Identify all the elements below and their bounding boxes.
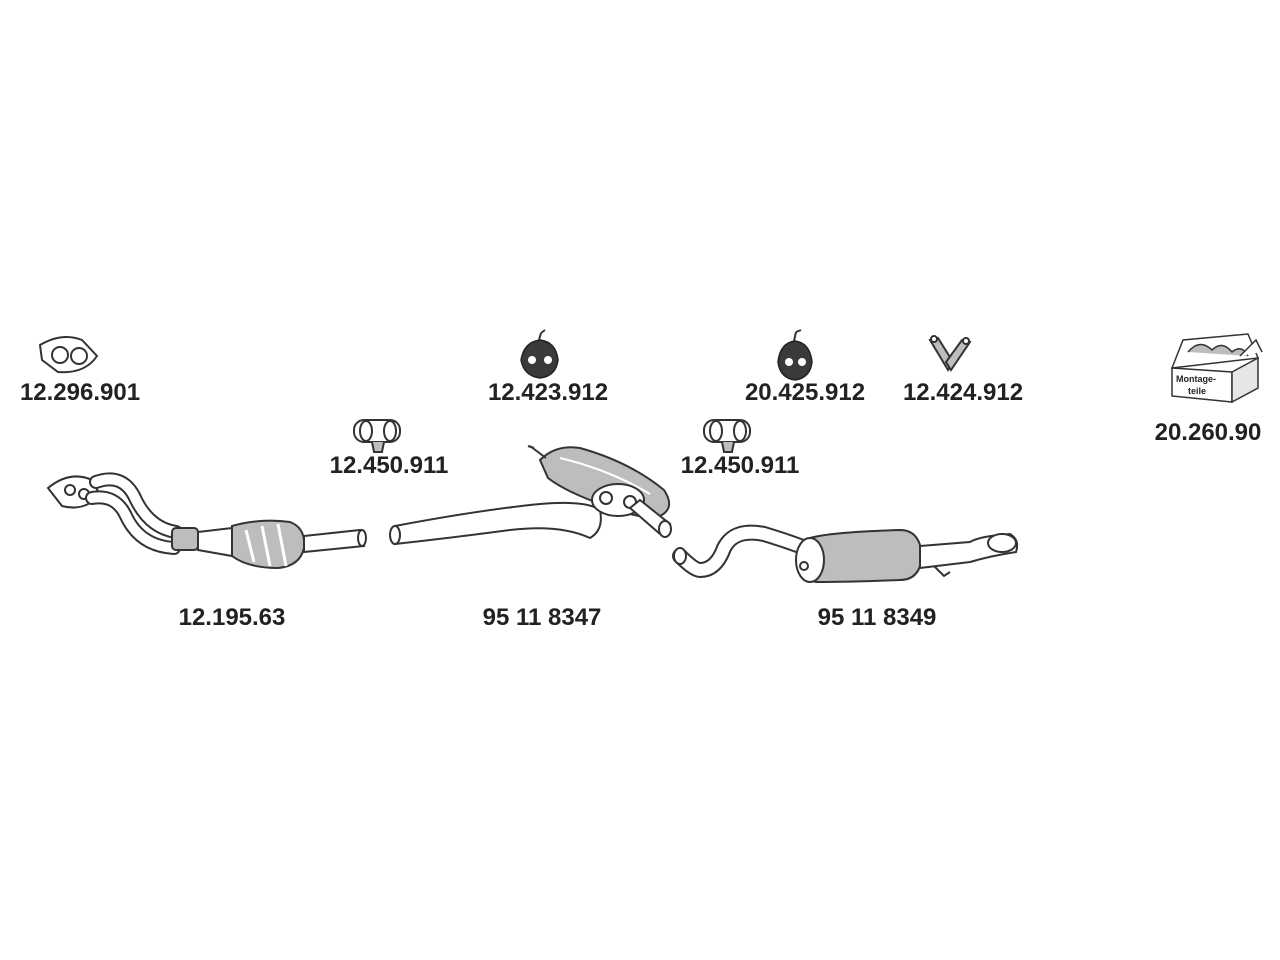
part-number-flange-gasket: 12.296.901 <box>19 379 141 406</box>
middle-silencer-icon <box>389 445 672 546</box>
mounting-kit-icon: Montage- teile <box>1170 333 1263 404</box>
part-number-rubber-mount-2: 20.425.912 <box>744 379 866 406</box>
pipe-clamp-icon-2 <box>703 419 751 453</box>
part-number-catalytic-converter: 12.195.63 <box>178 604 286 631</box>
v-hanger-icon <box>928 335 972 372</box>
part-number-rubber-mount-1: 12.423.912 <box>487 379 609 406</box>
rear-silencer-icon <box>672 524 1019 584</box>
mounting-kit-box-line2: teile <box>1188 386 1206 396</box>
rubber-mount-icon-1 <box>520 329 559 379</box>
rubber-mount-icon-2 <box>777 329 813 381</box>
catalytic-converter-icon <box>46 472 367 570</box>
part-number-clamp-2: 12.450.911 <box>680 452 800 479</box>
part-number-mounting-kit: 20.260.90 <box>1154 419 1262 446</box>
part-number-rear-silencer: 95 11 8349 <box>817 604 937 631</box>
flange-gasket-icon <box>38 335 99 374</box>
pipe-clamp-icon-1 <box>353 419 401 453</box>
part-number-middle-silencer: 95 11 8347 <box>482 604 602 631</box>
part-number-v-hanger: 12.424.912 <box>902 379 1024 406</box>
part-number-clamp-1: 12.450.911 <box>329 452 449 479</box>
mounting-kit-box-line1: Montage- <box>1176 374 1216 384</box>
